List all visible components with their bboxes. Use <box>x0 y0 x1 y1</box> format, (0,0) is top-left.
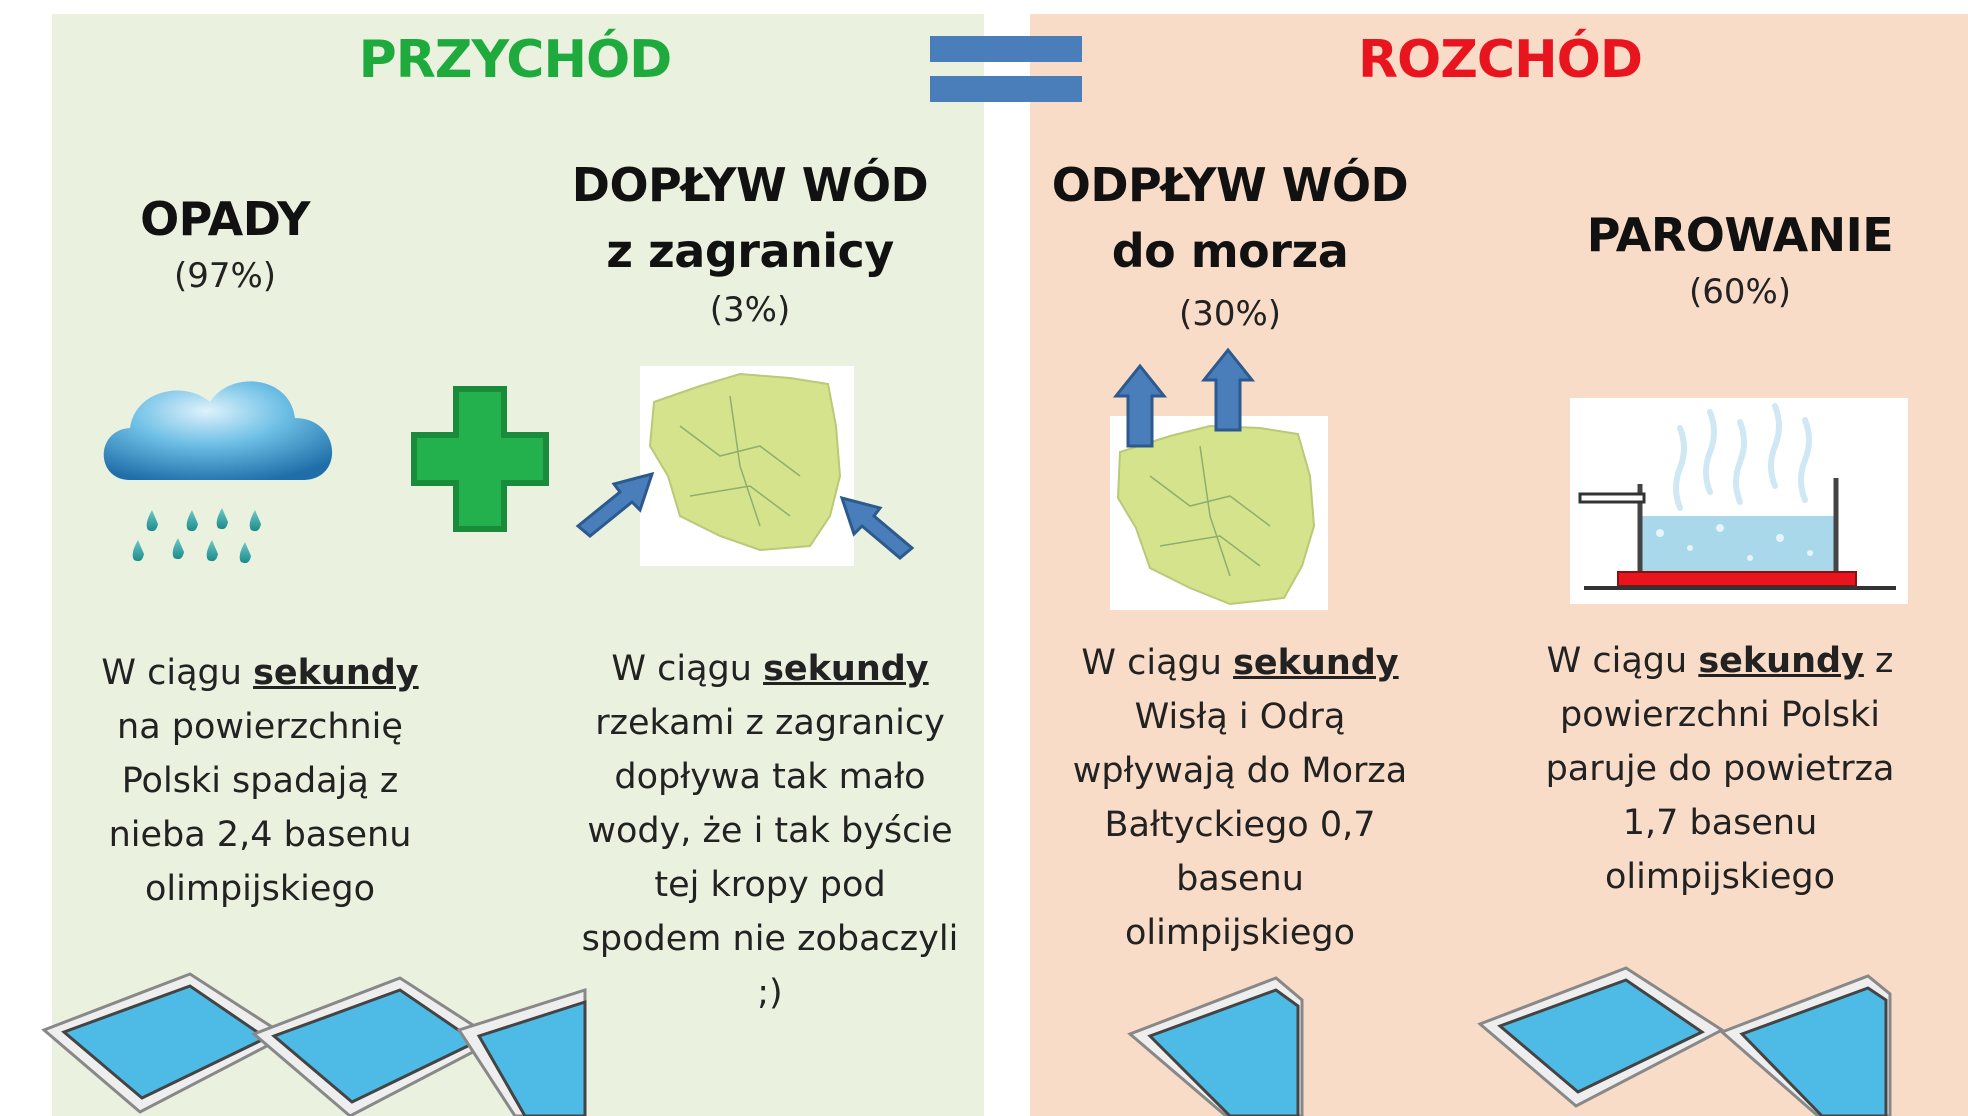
outflow-arrow-right-icon <box>1200 347 1256 432</box>
evaporating-pool-icon <box>1578 403 1896 590</box>
evaporation-title: PAROWANIE <box>1586 208 1894 262</box>
inflow-description: W ciągu sekundy rzekami z zagranicy dopł… <box>581 649 959 1013</box>
outflow-desc-keyword: sekundy <box>1233 643 1399 683</box>
olympic-pool-icon-evaporation-1 <box>1477 966 1725 1108</box>
inflow-arrow-left-icon <box>575 471 655 538</box>
evaporation-desc-keyword: sekundy <box>1698 641 1864 681</box>
olympic-pool-icon-1 <box>41 972 289 1114</box>
olympic-pool-icon-outflow <box>1127 976 1304 1116</box>
outflow-arrow-left-icon <box>1112 363 1168 448</box>
olympic-pool-icon-evaporation-2 <box>1719 974 1892 1116</box>
equals-sign-top-bar <box>930 36 1082 62</box>
evaporation-description: W ciągu sekundy z powierzchni Polski par… <box>1545 641 1895 897</box>
inflow-percent: (3%) <box>709 290 791 330</box>
rain-title: OPADY <box>140 192 310 246</box>
evaporation-percent: (60%) <box>1688 272 1792 312</box>
poland-map-icon <box>648 372 842 552</box>
outflow-percent: (30%) <box>1178 294 1282 334</box>
rain-desc-keyword: sekundy <box>253 653 419 693</box>
inflow-desc-keyword: sekundy <box>763 649 929 689</box>
rain-percent: (97%) <box>173 256 277 296</box>
plus-icon <box>411 386 549 532</box>
rain-cloud-icon <box>103 381 333 564</box>
inflow-arrow-right-icon <box>839 495 915 560</box>
outcome-title: ROZCHÓD <box>1357 30 1643 90</box>
outflow-description: W ciągu sekundy Wisłą i Odrą wpływają do… <box>1072 643 1408 953</box>
income-title: PRZYCHÓD <box>358 30 673 90</box>
equals-sign-bottom-bar <box>930 76 1082 102</box>
olympic-pool-icon-3-partial <box>456 987 587 1116</box>
rain-description: W ciągu sekundy na powierzchnię Polski s… <box>101 653 419 909</box>
